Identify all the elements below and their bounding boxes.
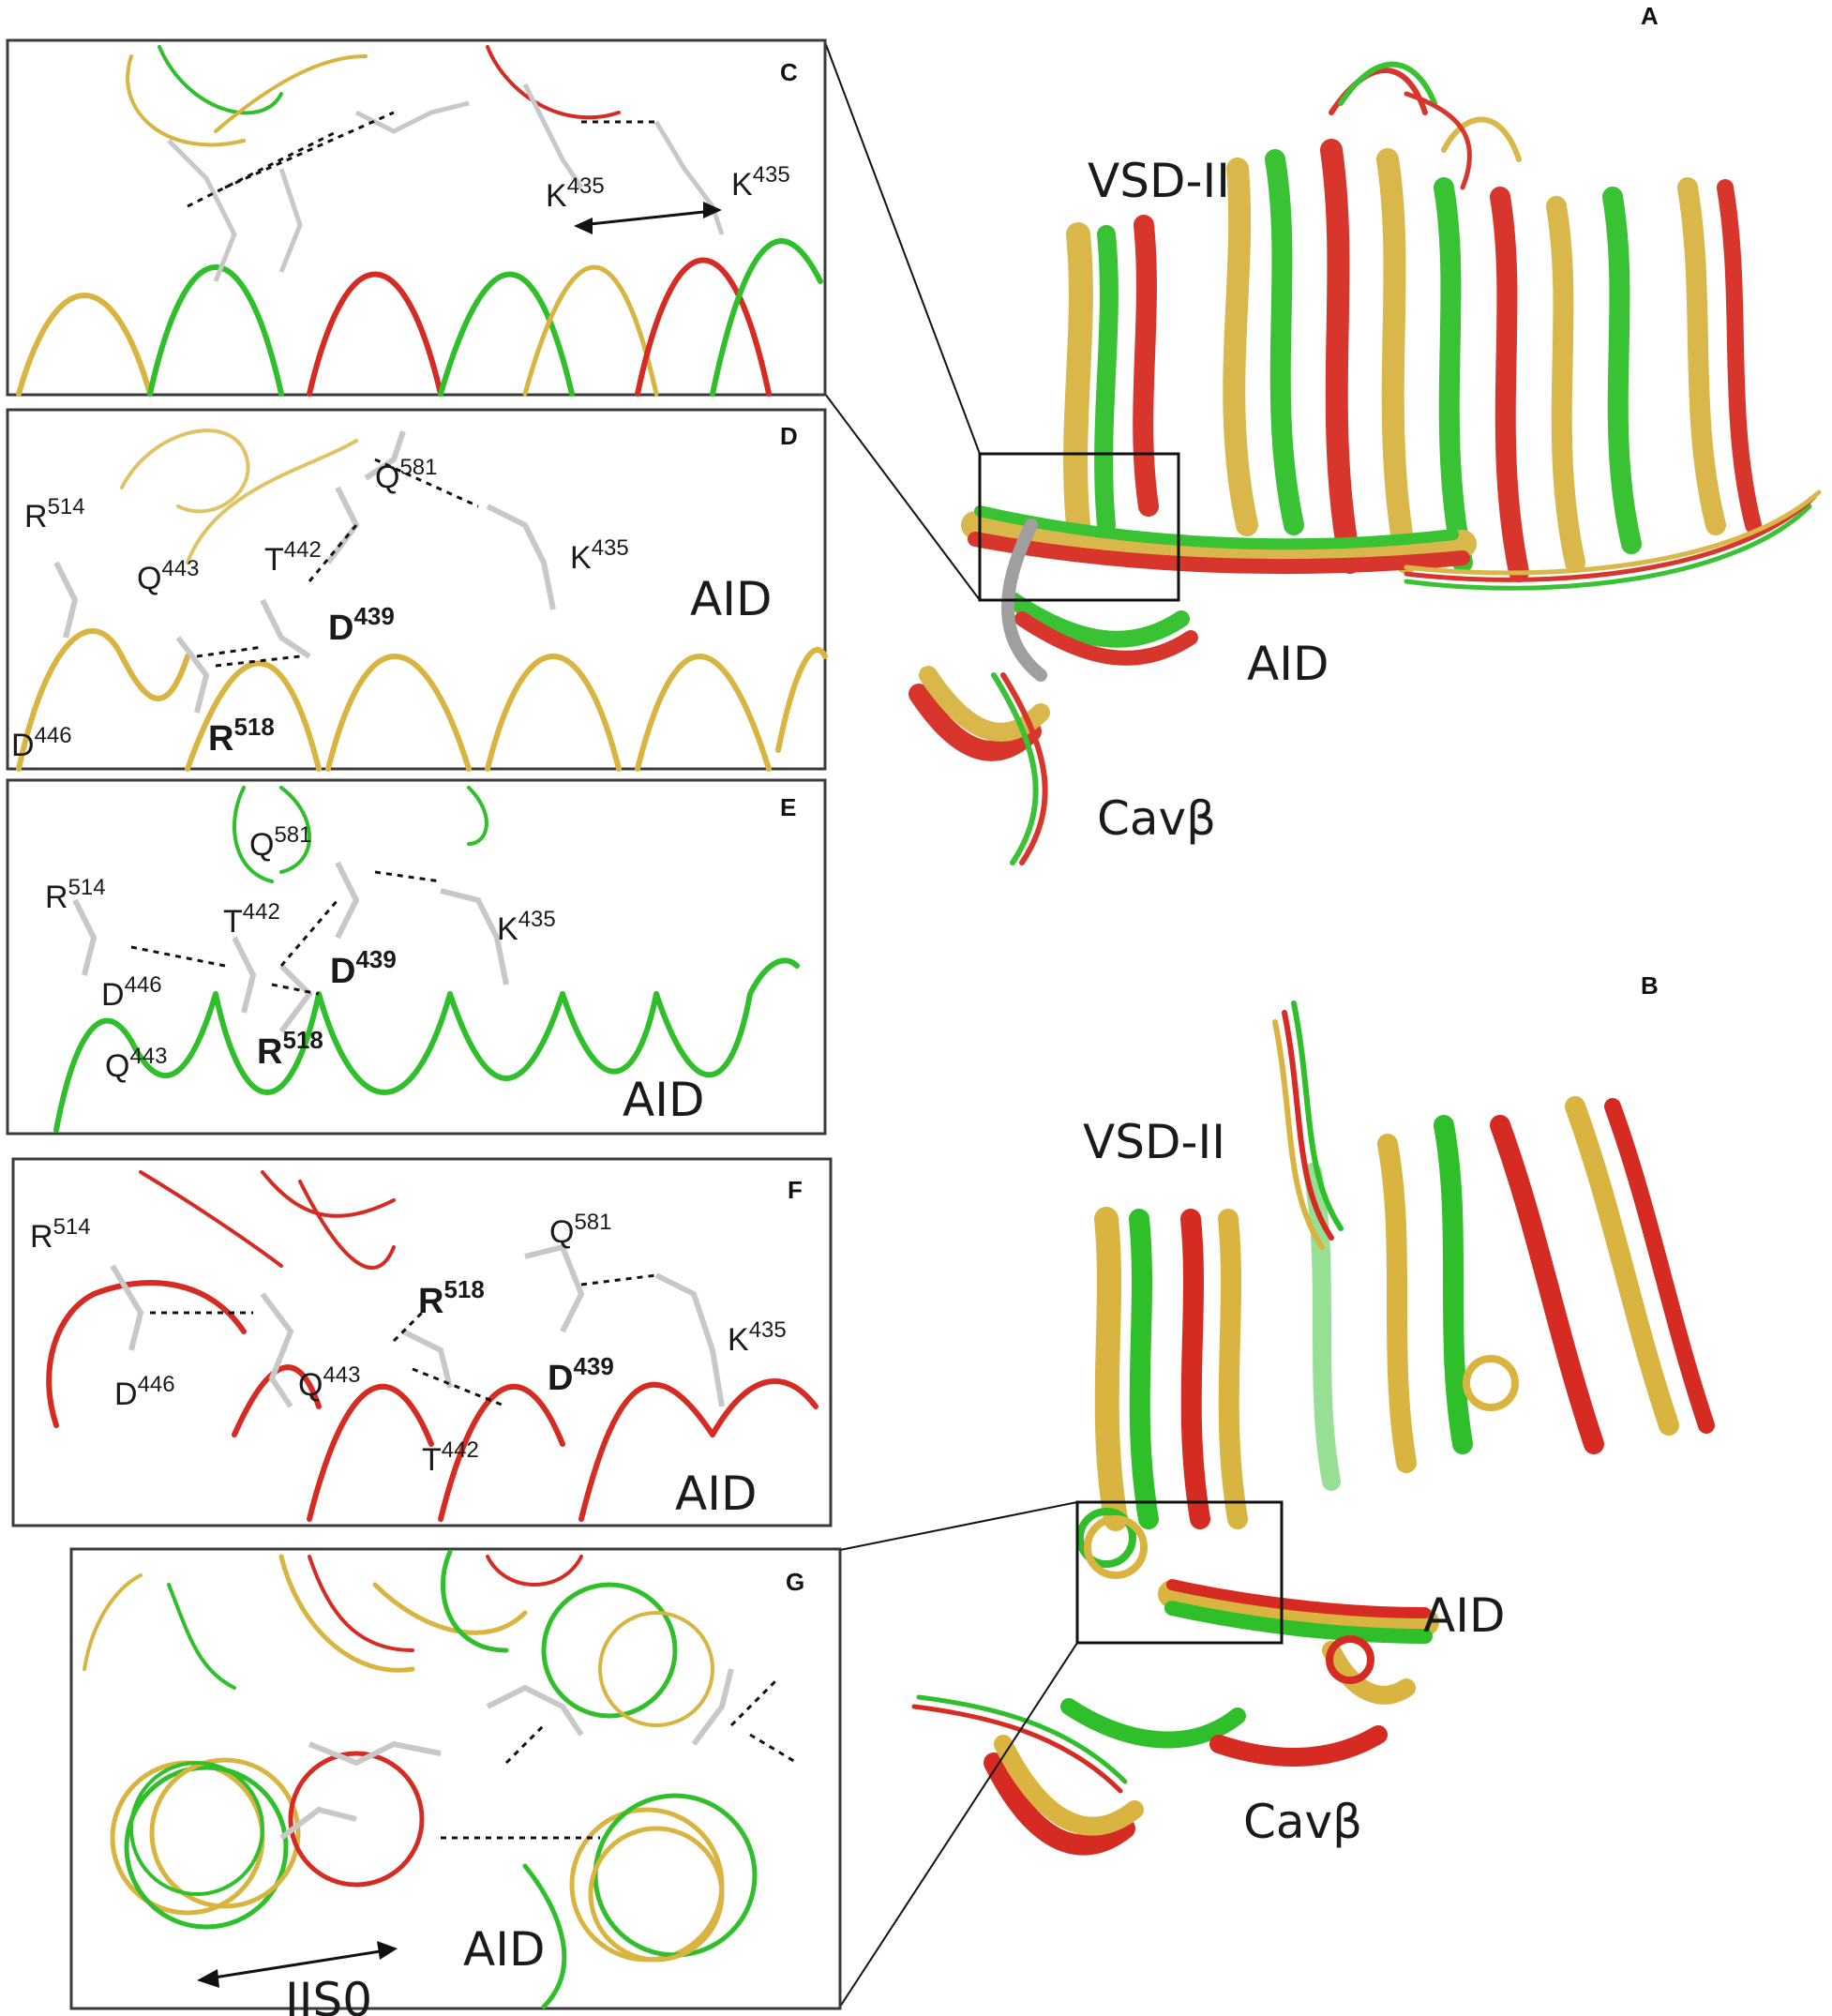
panel-g-aid: AID bbox=[463, 1922, 545, 1977]
panel-e-d446: D446 bbox=[101, 972, 162, 1013]
panel-c-sidechains bbox=[167, 83, 725, 282]
panel-g-sidechains bbox=[279, 1668, 734, 1841]
panel-a-zoom-line-top bbox=[824, 41, 981, 455]
panel-c-hbonds bbox=[187, 111, 656, 208]
panel-d-d446: D446 bbox=[11, 723, 72, 763]
panel-b-zoom-line-top bbox=[839, 1501, 1078, 1551]
panel-a-cav-label: Cavβ bbox=[1097, 791, 1216, 846]
panel-f-d446: D446 bbox=[114, 1372, 175, 1412]
panel-b-aid-label: AID bbox=[1423, 1588, 1505, 1643]
panel-d-q443: Q443 bbox=[137, 556, 200, 596]
panel-c-frame bbox=[6, 38, 827, 397]
panel-f-q581: Q581 bbox=[549, 1210, 612, 1250]
panel-a: A bbox=[824, 2, 1822, 865]
panel-e-hbonds bbox=[130, 870, 442, 996]
panel-e-r518: R518 bbox=[257, 1026, 323, 1072]
panel-c-letter: C bbox=[780, 58, 798, 86]
panel-a-structure bbox=[908, 61, 1822, 865]
panel-b-zoom-box bbox=[1075, 1500, 1284, 1645]
panel-d-backbone bbox=[16, 429, 828, 772]
panel-e-r514: R514 bbox=[45, 875, 106, 915]
panel-d-d439: D439 bbox=[328, 602, 395, 648]
panel-f-q443: Q443 bbox=[298, 1362, 361, 1403]
panel-g-iis0: IIS0 bbox=[285, 1973, 372, 2016]
panel-c-arrow bbox=[580, 209, 713, 227]
panel-f-sidechains bbox=[110, 1243, 725, 1408]
panel-d-k435: K435 bbox=[570, 535, 629, 576]
panel-d-hbonds bbox=[196, 458, 479, 668]
panel-f: F R514 Q581 R518 K435 D446 Q443 D439 T44… bbox=[11, 1157, 833, 1527]
panel-f-aid: AID bbox=[675, 1467, 757, 1521]
panel-e-d439: D439 bbox=[330, 945, 397, 991]
panel-d: D R514 Q443 T442 Q581 K435 D439 D446 R51… bbox=[6, 408, 828, 772]
panel-d-letter: D bbox=[780, 422, 798, 450]
panel-a-vsd-label: VSD-II bbox=[1088, 154, 1230, 208]
panel-c-backbone bbox=[16, 45, 823, 397]
panel-d-frame bbox=[6, 408, 827, 771]
panel-g-arrow bbox=[207, 1948, 387, 1980]
panel-f-t442: T442 bbox=[422, 1437, 479, 1478]
panel-g-letter: G bbox=[786, 1568, 804, 1596]
panel-b-letter: B bbox=[1641, 971, 1659, 1000]
panel-e: E Q581 R514 T442 K435 D439 D446 Q443 R51… bbox=[6, 778, 827, 1136]
panel-f-r514: R514 bbox=[30, 1214, 91, 1255]
panel-e-k435: K435 bbox=[497, 907, 556, 947]
panel-e-q443: Q443 bbox=[105, 1044, 168, 1084]
panel-e-backbone bbox=[53, 786, 800, 1133]
panel-b: B bbox=[839, 971, 1715, 2008]
panel-g: G IIS0 AID bbox=[69, 1547, 842, 2016]
panel-c-k435-left: K435 bbox=[546, 173, 605, 214]
panel-e-q581: Q581 bbox=[249, 822, 312, 863]
panel-f-letter: F bbox=[788, 1176, 803, 1204]
panel-f-r518: R518 bbox=[418, 1275, 485, 1321]
panel-a-letter: A bbox=[1641, 2, 1659, 30]
panel-c: C K435 K435 bbox=[6, 38, 827, 397]
panel-d-r518: R518 bbox=[208, 713, 275, 759]
panel-a-aid-label: AID bbox=[1247, 637, 1329, 691]
panel-d-t442: T442 bbox=[264, 537, 322, 578]
panel-d-q581: Q581 bbox=[375, 455, 438, 495]
panel-f-k435: K435 bbox=[728, 1317, 787, 1358]
panel-d-aid: AID bbox=[690, 572, 772, 626]
panel-e-sidechains bbox=[72, 861, 509, 1033]
panel-b-vsd-label: VSD-II bbox=[1083, 1115, 1225, 1169]
panel-b-structure bbox=[911, 1000, 1715, 1856]
panel-b-zoom-line-bottom bbox=[839, 1642, 1078, 2008]
panel-d-r514: R514 bbox=[24, 494, 85, 534]
panel-f-hbonds bbox=[150, 1273, 657, 1408]
panel-b-cav-label: Cavβ bbox=[1243, 1795, 1362, 1849]
panel-e-aid: AID bbox=[623, 1073, 704, 1127]
panel-c-k435-right: K435 bbox=[731, 162, 790, 203]
panel-d-sidechains bbox=[53, 430, 556, 714]
panel-a-zoom-line-bottom bbox=[824, 393, 981, 601]
panel-a-zoom-box bbox=[978, 452, 1180, 602]
panel-e-letter: E bbox=[780, 793, 796, 821]
panel-f-d439: D439 bbox=[548, 1352, 614, 1398]
panel-e-t442: T442 bbox=[223, 899, 280, 940]
panel-g-helices bbox=[83, 1549, 758, 2009]
panel-g-hbonds bbox=[441, 1677, 798, 1840]
